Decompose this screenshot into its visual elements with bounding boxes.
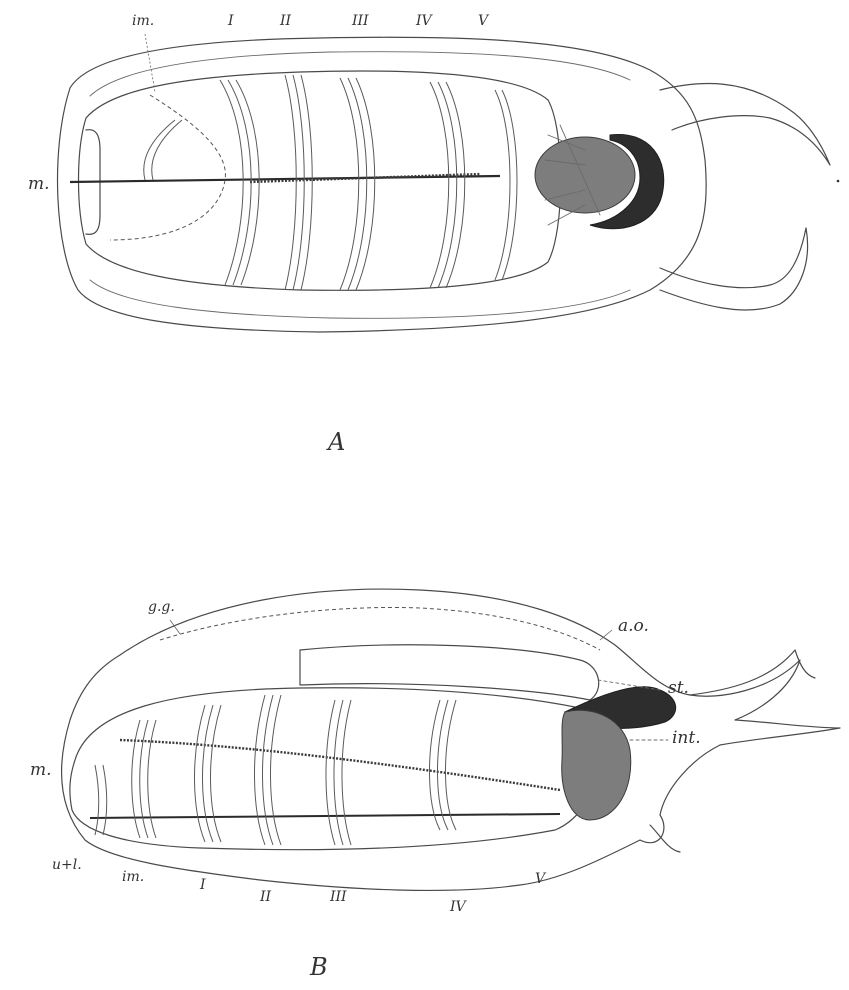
figure-b-body (62, 589, 840, 890)
figure-a-label-seg-4: IV (416, 14, 432, 28)
figure-b-label-seg-5: V (535, 872, 545, 886)
figure-a-dashed-outline (110, 95, 225, 240)
figure-a-stomach (535, 137, 635, 213)
figure-b-inner-body (70, 688, 602, 850)
figure-b-label-ao: a.o. (618, 618, 649, 635)
figure-b-label-ul: u+l. (52, 858, 82, 872)
figure-a-label-im: im. (132, 14, 154, 28)
figure-a-label-seg-1: I (228, 14, 234, 28)
figure-b-label-seg-4: IV (450, 900, 466, 914)
figure-a-speck (837, 180, 840, 183)
figure-b-label-st: st. (668, 680, 689, 697)
figure-a-label-seg-2: II (280, 14, 291, 28)
figure-a-label-seg-3: III (352, 14, 369, 28)
figure-a-lower-horn (660, 228, 808, 310)
figure-b-label-int: int. (672, 730, 701, 747)
figure-b-label-seg-3: III (330, 890, 347, 904)
figure-b-caption: B (310, 955, 328, 979)
figure-b-spine (650, 825, 680, 852)
figure-a-label-seg-5: V (478, 14, 488, 28)
figure-b-endostyle-rope (120, 740, 560, 790)
figure-b-outer-test (62, 589, 840, 890)
figure-a-muscle-bands (144, 75, 517, 290)
figure-b-label-seg-2: II (260, 890, 271, 904)
figure-a-caption: A (328, 430, 345, 454)
figure-a-body (58, 37, 840, 332)
figure-b-ventral-line (90, 814, 560, 818)
figure-b-dashed-test-line (160, 607, 600, 650)
figure-b-label-gg: g.g. (148, 600, 175, 614)
figure-b-label-seg-1: I (200, 878, 206, 892)
figure-b-muscle-bands (95, 695, 456, 845)
figure-a-label-m: m. (28, 176, 50, 193)
figure-a-im-leader (145, 34, 155, 92)
figure-a-upper-horn (660, 83, 830, 165)
figure-b-label-im: im. (122, 870, 144, 884)
figure-b-label-m: m. (30, 762, 52, 779)
